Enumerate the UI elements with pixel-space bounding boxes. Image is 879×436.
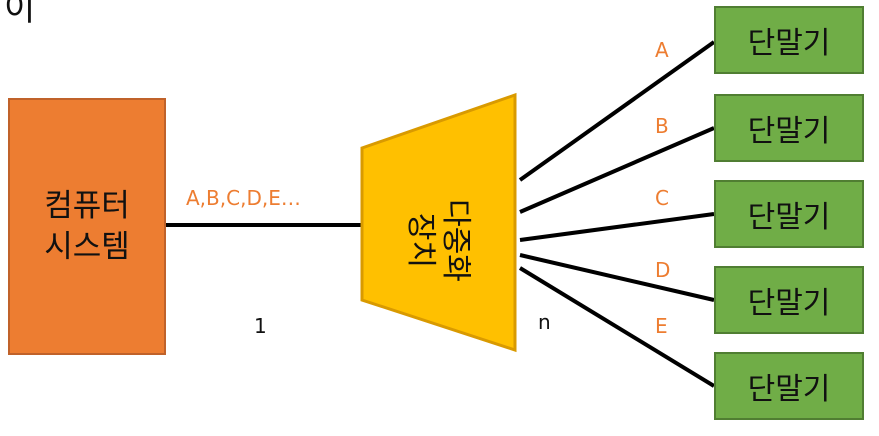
terminal-box-c: 단말기 [714, 180, 864, 248]
channel-label-d: D [655, 258, 671, 282]
link-d [519, 253, 715, 302]
multiplexer-label-line2: 장치 [403, 212, 438, 268]
link-c [519, 212, 715, 242]
right-count-label: n [538, 310, 551, 334]
channel-label-b: B [655, 114, 669, 138]
terminal-box-e: 단말기 [714, 352, 864, 420]
terminal-label: 단말기 [747, 286, 831, 321]
terminal-box-a: 단말기 [714, 6, 864, 74]
computer-system-label-line1: 컴퓨터 [44, 188, 130, 225]
link-a [518, 40, 716, 182]
terminal-label: 단말기 [747, 114, 831, 149]
terminal-label: 단말기 [747, 26, 831, 61]
multiplexer-label-line1: 다중화 [437, 198, 473, 282]
left-count-label: 1 [254, 314, 267, 338]
computer-system-label-line2: 시스템 [44, 228, 130, 265]
terminal-box-b: 단말기 [714, 94, 864, 162]
terminal-label: 단말기 [747, 372, 831, 407]
multiplexer-label: 다중화 장치 [392, 165, 482, 315]
channel-label-a: A [655, 38, 669, 62]
link-e [518, 266, 716, 388]
channel-label-e: E [655, 314, 668, 338]
link-b [519, 126, 715, 214]
terminal-label: 단말기 [747, 200, 831, 235]
input-signal-label: A,B,C,D,E… [186, 186, 301, 210]
multiplexer-label-text: 다중화 장치 [403, 198, 473, 282]
computer-system-box: 컴퓨터 시스템 [8, 98, 166, 355]
multiplexer-shape [360, 92, 517, 353]
channel-label-c: C [655, 186, 669, 210]
corner-text: 이 [4, 0, 36, 29]
terminal-box-d: 단말기 [714, 266, 864, 334]
